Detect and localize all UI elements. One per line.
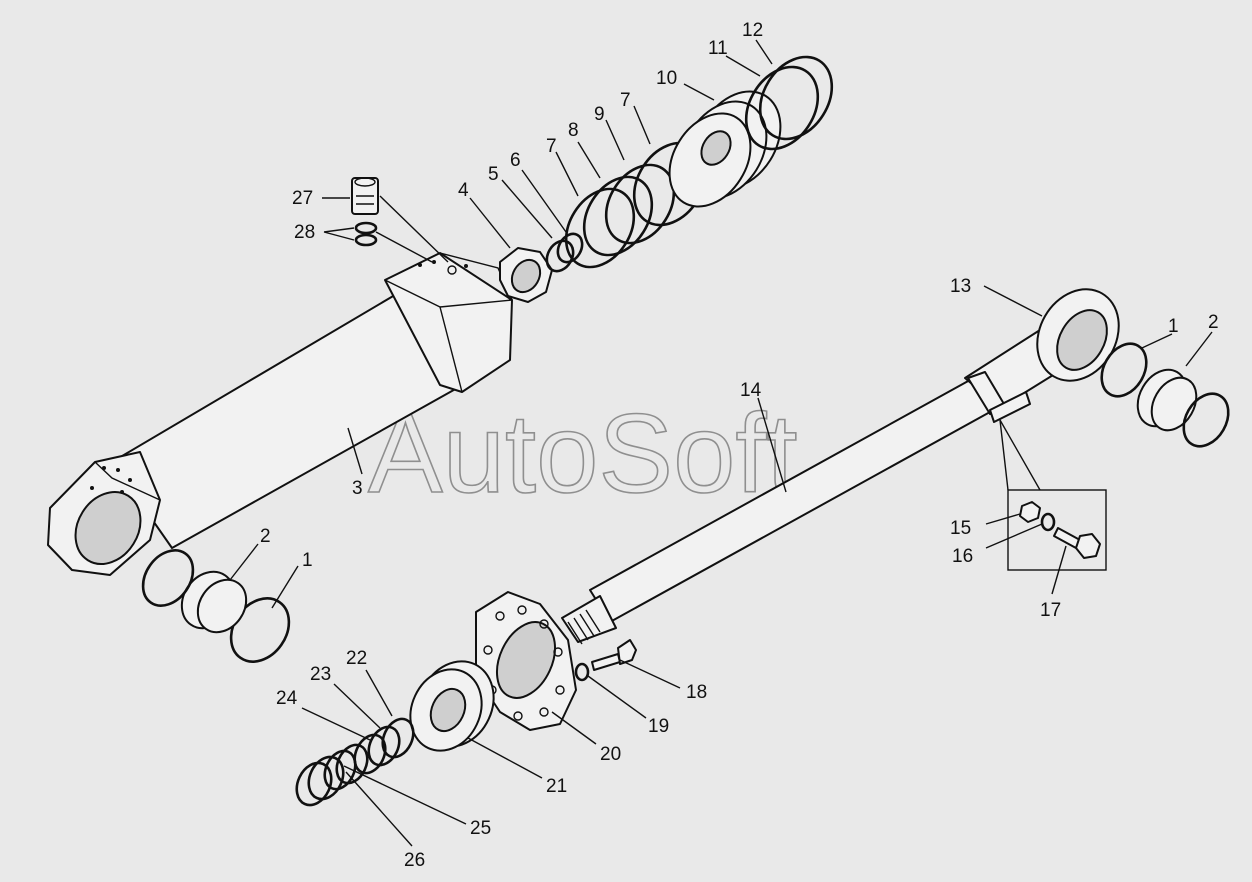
callout-12: 12 <box>742 20 763 41</box>
piston-10 <box>668 90 782 208</box>
watermark: AutoSoft <box>368 391 798 516</box>
callout-1-left: 1 <box>302 550 313 571</box>
callout-8: 8 <box>568 120 579 141</box>
callout-2-right: 2 <box>1208 312 1219 333</box>
left-bushing-2 <box>180 570 248 634</box>
rod-eye-13 <box>964 288 1120 423</box>
right-seal-ring-1b <box>1182 392 1230 448</box>
right-bushing-2 <box>1136 368 1198 432</box>
cylinder-barrel <box>47 252 513 576</box>
callout-13: 13 <box>950 276 971 297</box>
callout-27: 27 <box>292 188 313 209</box>
callout-7-first: 7 <box>546 136 557 157</box>
callout-1-right: 1 <box>1168 316 1179 337</box>
callout-6: 6 <box>510 150 521 171</box>
ring-11 <box>744 65 820 151</box>
callout-15: 15 <box>950 518 971 539</box>
callout-17: 17 <box>1040 600 1061 621</box>
callout-3: 3 <box>352 478 363 499</box>
callout-20: 20 <box>600 744 621 765</box>
callout-11: 11 <box>708 38 728 59</box>
callout-16: 16 <box>952 546 973 567</box>
ring-24 <box>353 733 387 775</box>
callout-numbers: 1 2 3 4 5 6 7 8 9 7 10 11 12 13 1 2 14 1… <box>260 20 1219 871</box>
seal-22 <box>381 717 415 759</box>
leader-lines <box>229 39 1213 847</box>
callout-10: 10 <box>656 68 677 89</box>
callout-5: 5 <box>488 164 499 185</box>
callout-23: 23 <box>310 664 331 685</box>
callout-19: 19 <box>648 716 669 737</box>
bolt-17 <box>1053 527 1101 559</box>
ring-23 <box>367 725 401 767</box>
callout-14: 14 <box>740 380 762 401</box>
nut-4 <box>499 247 553 303</box>
seal-25 <box>323 743 369 791</box>
fitting-27 <box>351 177 379 215</box>
callout-22: 22 <box>346 648 367 669</box>
callout-7-second: 7 <box>620 90 631 111</box>
callout-28: 28 <box>294 222 315 243</box>
bolt-18 <box>591 639 637 671</box>
callout-2-left: 2 <box>260 526 271 547</box>
callout-26: 26 <box>404 850 425 871</box>
ring-9 <box>604 163 676 245</box>
nut-15 <box>1019 501 1041 523</box>
callout-25: 25 <box>470 818 491 839</box>
callout-9: 9 <box>594 104 605 125</box>
o-rings-28 <box>354 221 378 247</box>
washer-16 <box>1040 512 1056 532</box>
callout-18: 18 <box>686 682 707 703</box>
ring-8 <box>582 175 654 257</box>
wiper-26 <box>295 755 345 807</box>
callout-24: 24 <box>276 688 298 709</box>
washer-19 <box>574 662 590 682</box>
callout-21: 21 <box>546 776 567 797</box>
ring-12 <box>758 55 834 141</box>
ring-6 <box>556 232 584 264</box>
callout-27-28-leaders <box>322 197 355 241</box>
gland-21 <box>409 660 495 752</box>
callout-4: 4 <box>458 180 469 201</box>
right-seal-ring-1 <box>1100 342 1148 398</box>
detail-box <box>1007 489 1107 571</box>
left-seal-ring-1b <box>141 549 195 607</box>
